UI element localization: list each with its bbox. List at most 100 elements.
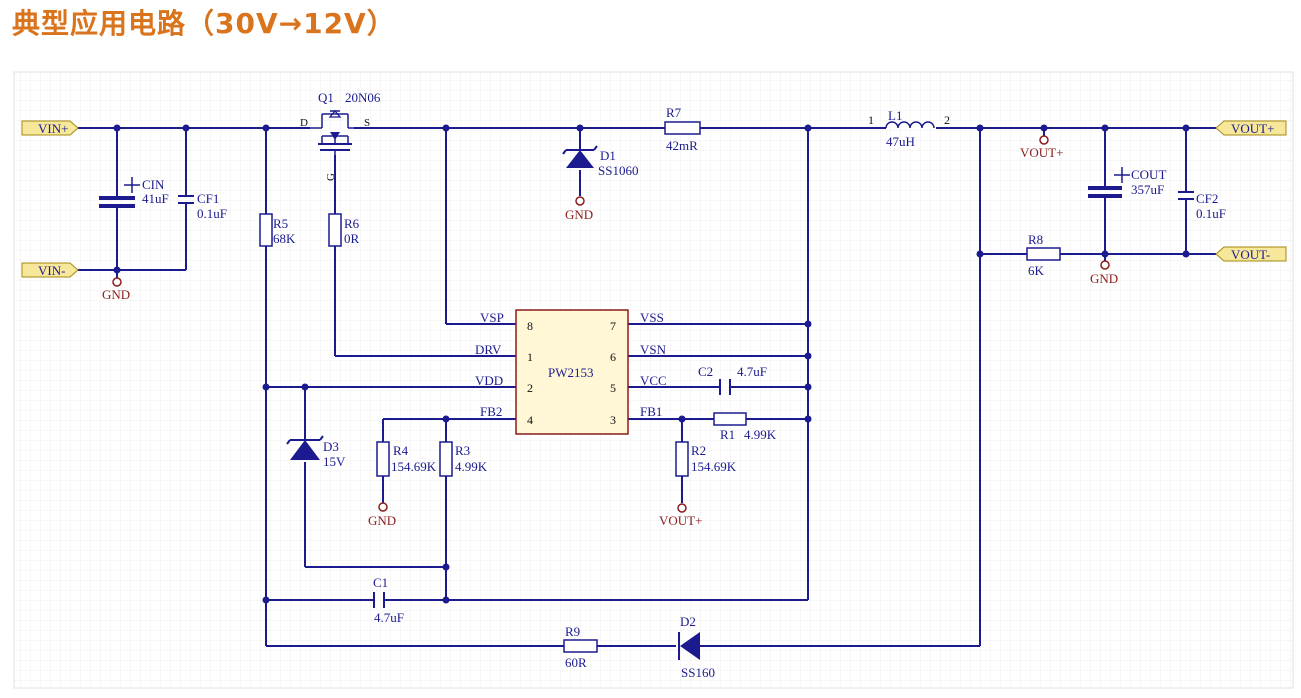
r7-value: 42mR [666,138,698,153]
l1-ref: L1 [888,108,902,123]
q1-ref: Q1 [318,90,334,105]
capacitor-c1: C1 4.7uF [373,575,404,625]
vout-plus-symbol-r2: VOUT+ [659,503,702,528]
mosfet-q1: Q1 20N06 D S G [300,90,381,181]
port-vout-plus-label: VOUT+ [1231,121,1274,136]
vout-plus-symbol-top: VOUT+ [1020,135,1063,160]
ic-pin5-name: VCC [640,373,667,388]
port-vin-plus: VIN+ [21,120,79,136]
resistor-r4: R4 154.69K [376,441,437,477]
ic-pin1-num: 1 [527,350,533,364]
gnd-symbol-d1: GND [565,196,593,222]
r2-ref: R2 [691,443,706,458]
r6-value: 0R [344,231,360,246]
gnd-symbol-output: GND [1090,260,1118,286]
r3-ref: R3 [455,443,470,458]
capacitor-c2: C2 4.7uF [698,364,767,395]
resistor-r1: R1 4.99K [713,412,777,442]
cin-ref: CIN [142,177,165,192]
r5-value: 68K [273,231,296,246]
inductor-l1: L1 47uH 1 2 [868,108,950,149]
d3-ref: D3 [323,439,339,454]
resistor-r9: R9 60R [563,624,598,670]
capacitor-cf1: CF1 0.1uF [178,191,227,221]
r1-value: 4.99K [744,427,777,442]
ic-pin2-num: 2 [527,381,533,395]
ic-pin6-name: VSN [640,342,667,357]
gnd-symbol-input: GND [102,277,130,302]
c2-ref: C2 [698,364,713,379]
diode-d2: D2 SS160 [678,614,715,680]
wires [78,127,1216,647]
l1-pin-1: 1 [868,113,874,127]
capacitor-cf2: CF2 0.1uF [1178,191,1226,221]
cout-value: 357uF [1131,182,1164,197]
cf1-ref: CF1 [197,191,219,206]
port-vout-plus: VOUT+ [1215,120,1287,136]
d2-value: SS160 [681,665,715,680]
r8-value: 6K [1028,263,1045,278]
r4-value: 154.69K [391,459,437,474]
r9-value: 60R [565,655,587,670]
gnd-input-label: GND [102,287,130,302]
l1-pin-2: 2 [944,113,950,127]
resistor-r7: R7 42mR [664,105,701,153]
gnd-r4-label: GND [368,513,396,528]
gnd-symbol-r4: GND [368,502,396,528]
r9-ref: R9 [565,624,580,639]
gnd-output-label: GND [1090,271,1118,286]
c1-ref: C1 [373,575,388,590]
ic-pw2153: PW2153 VSP 8 DRV 1 VDD 2 FB2 4 VSS 7 VSN… [475,309,667,435]
c2-value: 4.7uF [737,364,767,379]
d2-ref: D2 [680,614,696,629]
q1-pin-d: D [300,117,308,129]
resistor-r6: R6 0R [328,213,360,247]
port-vout-minus-label: VOUT- [1231,247,1270,262]
r3-value: 4.99K [455,459,488,474]
diode-d1: D1 SS1060 [562,145,638,178]
ic-pin4-name: FB2 [480,404,502,419]
q1-value: 20N06 [345,90,381,105]
r5-ref: R5 [273,216,288,231]
d1-ref: D1 [600,148,616,163]
r8-ref: R8 [1028,232,1043,247]
schematic-canvas [13,71,1294,689]
port-vin-minus: VIN- [21,262,79,278]
cf2-value: 0.1uF [1196,206,1226,221]
cin-value: 41uF [142,191,169,206]
ic-pin3-num: 3 [610,413,616,427]
ic-pin3-name: FB1 [640,404,662,419]
junctions [113,124,1190,604]
r4-ref: R4 [393,443,409,458]
q1-pin-g: G [325,173,337,181]
cout-ref: COUT [1131,167,1166,182]
ic-pin8-num: 8 [527,319,533,333]
r2-value: 154.69K [691,459,737,474]
r7-ref: R7 [666,105,682,120]
gnd-d1-label: GND [565,207,593,222]
ic-pin7-num: 7 [610,319,616,333]
vout-plus-r2-label: VOUT+ [659,513,702,528]
zener-d3: D3 15V [286,435,346,469]
cf1-value: 0.1uF [197,206,227,221]
c1-value: 4.7uF [374,610,404,625]
capacitor-cin: CIN 41uF [99,177,169,208]
ic-pin4-num: 4 [527,413,533,427]
ic-pin2-name: VDD [475,373,503,388]
page-title: 典型应用电路（30V→12V） [12,7,396,40]
resistor-r5: R5 68K [259,213,296,247]
resistor-r8: R8 6K [1026,232,1061,278]
ic-pin7-name: VSS [640,310,664,325]
resistor-r2: R2 154.69K [675,441,737,477]
l1-value: 47uH [886,134,915,149]
r1-ref: R1 [720,427,735,442]
d1-value: SS1060 [598,163,638,178]
resistor-r3: R3 4.99K [439,441,488,477]
vout-plus-top-label: VOUT+ [1020,145,1063,160]
ic-pin6-num: 6 [610,350,616,364]
port-vin-plus-label: VIN+ [38,121,68,136]
q1-pin-s: S [364,117,370,129]
port-vin-minus-label: VIN- [38,263,65,278]
ic-pin1-name: DRV [475,342,502,357]
